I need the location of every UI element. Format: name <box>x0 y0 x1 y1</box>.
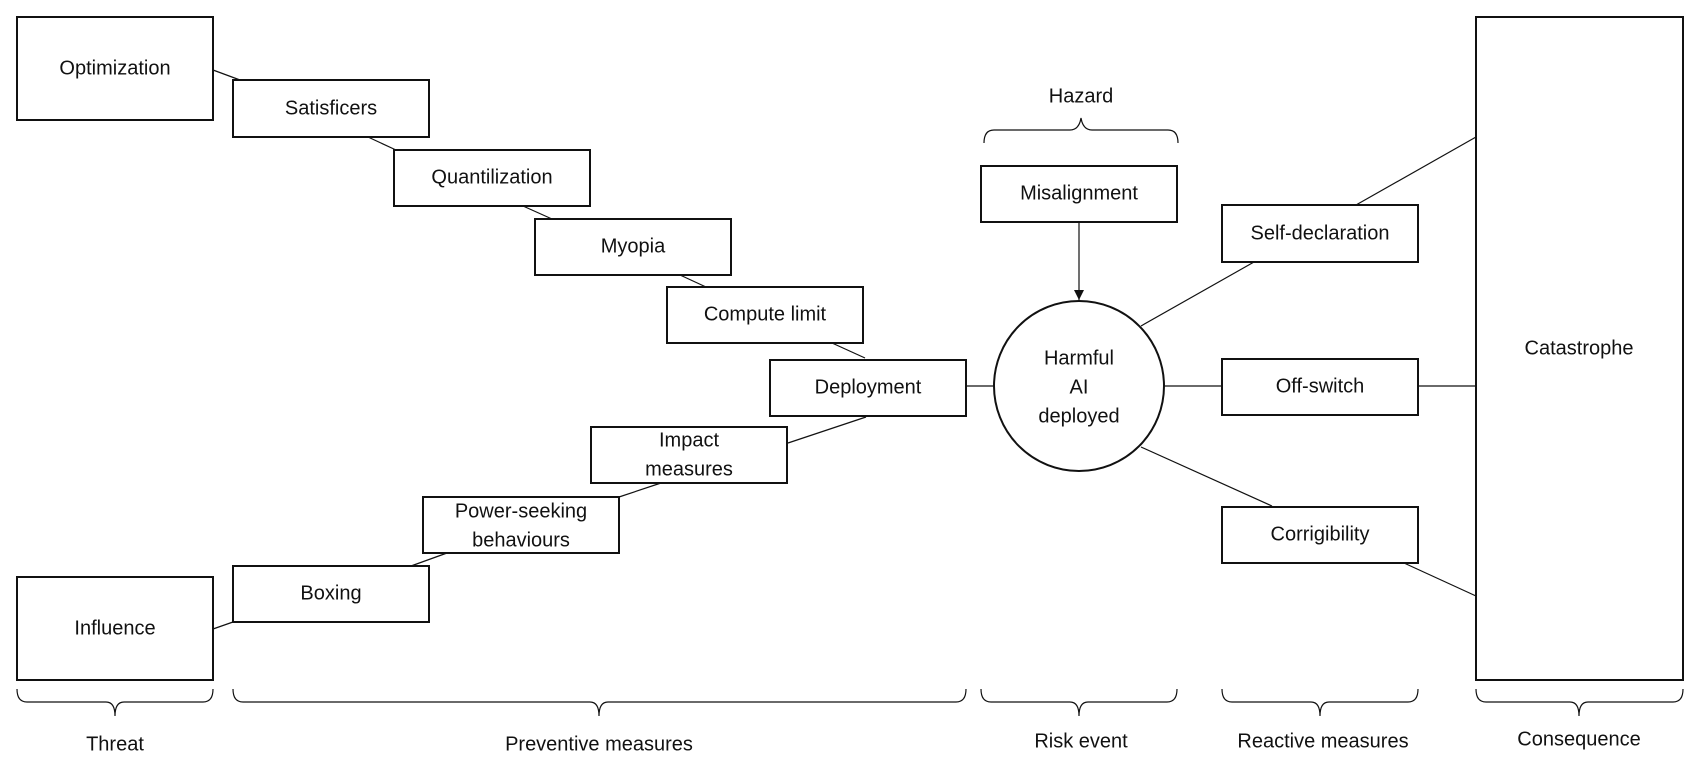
connector-power-boxing <box>410 552 448 567</box>
node-influence-label: Influence <box>74 617 155 639</box>
brace-hazard <box>983 117 1179 144</box>
node-boxing-label: Boxing <box>300 582 361 604</box>
node-satisficers: Satisficers <box>232 79 430 138</box>
node-catastrophe: Catastrophe <box>1475 16 1684 681</box>
node-myopia-label: Myopia <box>601 235 666 257</box>
node-harmful-ai-line-1: Harmful <box>1044 347 1114 369</box>
brace-consequence <box>1475 688 1684 717</box>
node-compute-limit: Compute limit <box>666 286 864 344</box>
label-hazard: Hazard <box>1049 85 1113 107</box>
connector-impact-power <box>618 482 662 498</box>
node-deployment-label: Deployment <box>815 376 922 398</box>
node-quantilization-label: Quantilization <box>431 166 552 188</box>
connector-satisficers-quantilization <box>367 136 397 151</box>
connector-quantilization-myopia <box>522 205 553 220</box>
connector-harmful-corrigibility <box>1140 446 1273 507</box>
connectors <box>212 69 1477 630</box>
node-power-seeking-line-2: behaviours <box>472 529 570 551</box>
node-misalignment-label: Misalignment <box>1020 182 1138 204</box>
node-quantilization: Quantilization <box>393 149 591 207</box>
node-harmful-ai-line-2: AI <box>1070 376 1089 398</box>
node-power-seeking: Power-seeking behaviours <box>422 496 620 554</box>
connector-self-declaration-catastrophe <box>1355 136 1477 206</box>
node-off-switch: Off-switch <box>1221 358 1419 416</box>
node-power-seeking-line-1: Power-seeking <box>455 500 587 522</box>
connector-corrigibility-catastrophe <box>1403 562 1477 597</box>
label-preventive-measures: Preventive measures <box>505 733 693 755</box>
label-reactive-measures: Reactive measures <box>1237 730 1408 752</box>
node-off-switch-label: Off-switch <box>1276 375 1365 397</box>
connector-compute-limit-deployment <box>831 342 866 359</box>
node-self-declaration: Self-declaration <box>1221 204 1419 263</box>
node-corrigibility-label: Corrigibility <box>1271 523 1370 545</box>
brace-preventive <box>232 688 967 717</box>
node-misalignment: Misalignment <box>980 165 1178 223</box>
connector-boxing-influence <box>212 621 234 630</box>
connector-harmful-self-declaration <box>1140 261 1255 327</box>
node-harmful-ai-line-3: deployed <box>1038 405 1119 427</box>
brace-reactive <box>1221 688 1419 717</box>
label-risk-event: Risk event <box>1034 730 1128 752</box>
node-myopia: Myopia <box>534 218 732 276</box>
node-deployment: Deployment <box>769 359 967 417</box>
label-consequence: Consequence <box>1517 728 1640 750</box>
brace-threat <box>16 688 214 717</box>
node-boxing: Boxing <box>232 565 430 623</box>
brace-risk-event <box>980 688 1178 717</box>
node-optimization: Optimization <box>16 16 214 121</box>
node-harmful-ai-deployed: Harmful AI deployed <box>993 300 1165 472</box>
connector-deployment-impact <box>787 416 867 444</box>
node-influence: Influence <box>16 576 214 681</box>
node-catastrophe-label: Catastrophe <box>1525 337 1634 359</box>
node-impact-measures-line-1: Impact <box>659 429 719 451</box>
node-corrigibility: Corrigibility <box>1221 506 1419 564</box>
node-satisficers-label: Satisficers <box>285 97 377 119</box>
label-threat: Threat <box>86 733 144 755</box>
node-impact-measures-line-2: measures <box>645 458 733 480</box>
node-impact-measures: Impact measures <box>590 426 788 484</box>
connector-optimization-satisficers <box>212 69 241 81</box>
node-compute-limit-label: Compute limit <box>704 303 827 325</box>
node-optimization-label: Optimization <box>59 57 170 79</box>
connector-myopia-compute-limit <box>679 274 707 288</box>
node-self-declaration-label: Self-declaration <box>1251 222 1390 244</box>
